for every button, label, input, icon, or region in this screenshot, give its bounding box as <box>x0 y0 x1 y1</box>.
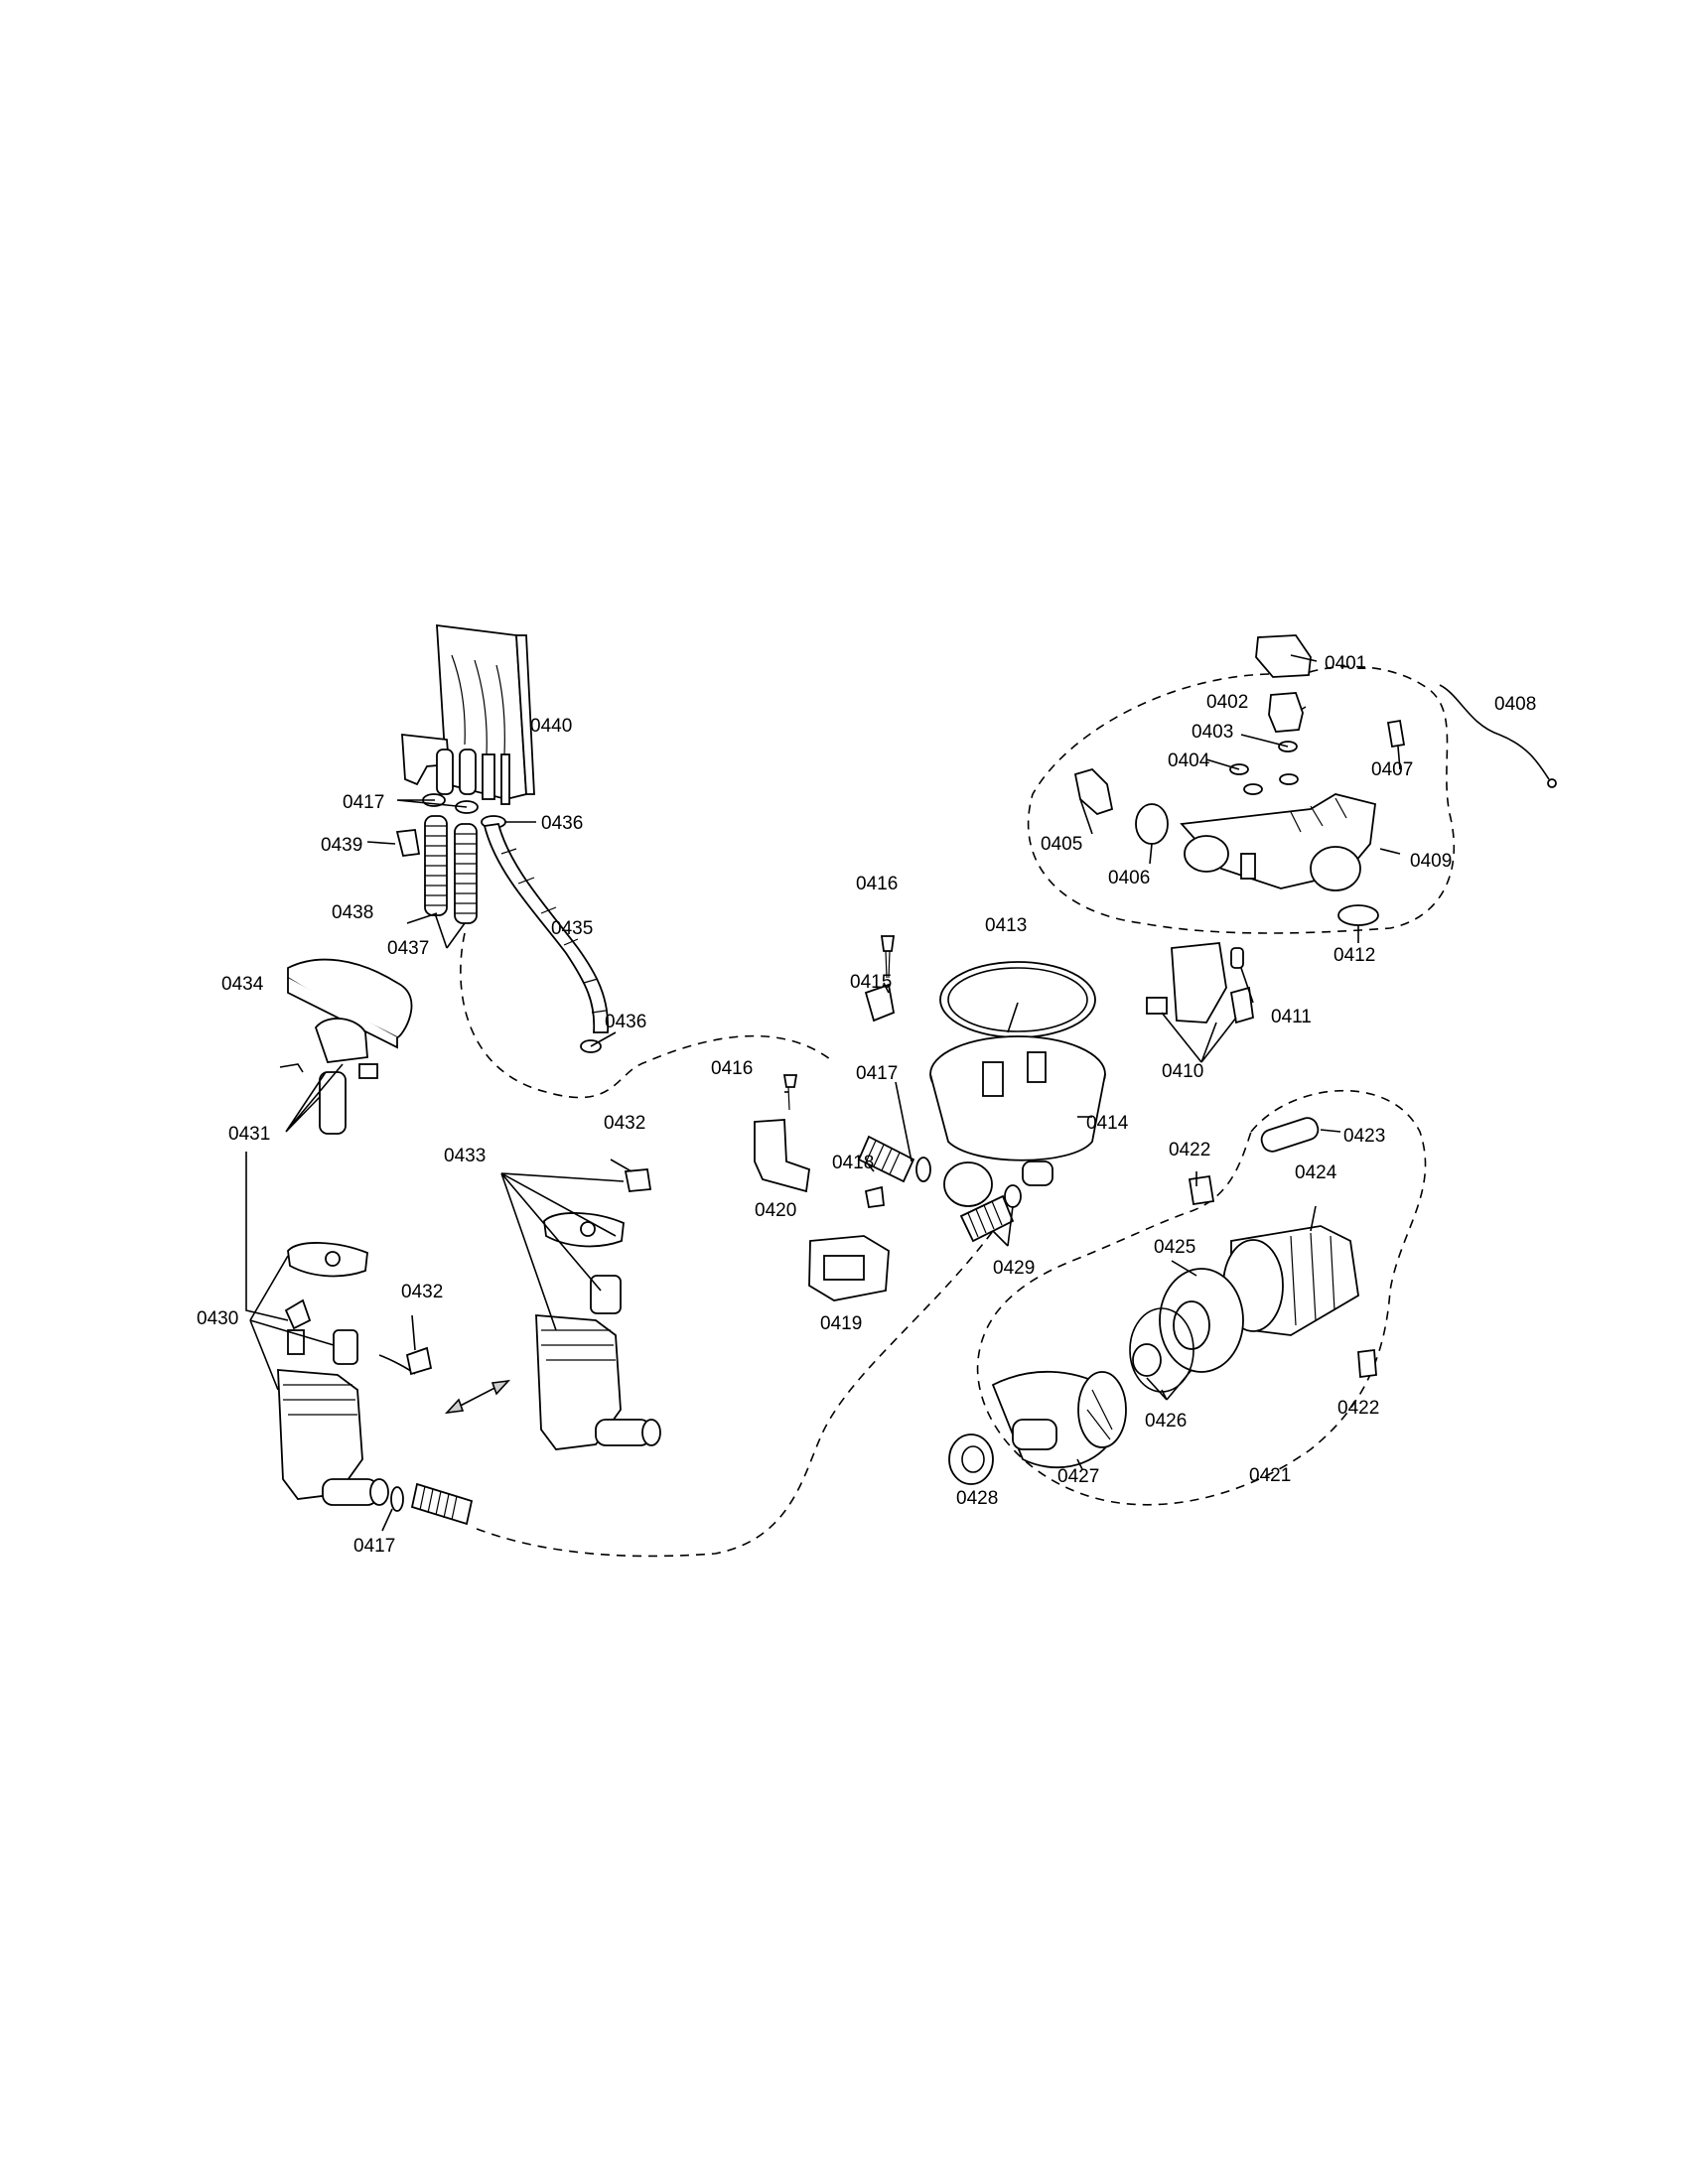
part-0429-bellows <box>959 1184 1022 1243</box>
label-0431: 0431 <box>228 1124 270 1145</box>
part-0412-clamp <box>1337 904 1379 926</box>
part-0422-upper <box>1188 1174 1215 1206</box>
label-0416-top: 0416 <box>856 874 898 894</box>
label-0436-top: 0436 <box>541 813 583 834</box>
part-0422-lower <box>1357 1348 1377 1379</box>
part-0407 <box>1386 719 1406 749</box>
part-0437-bellows <box>454 823 478 924</box>
part-0411 <box>1230 947 1244 969</box>
part-0416-screw-top <box>880 935 896 979</box>
part-0426-seals <box>1129 1307 1194 1393</box>
label-0416-center: 0416 <box>711 1058 753 1079</box>
part-0431-sensor <box>279 1018 378 1135</box>
label-0407: 0407 <box>1371 759 1413 780</box>
label-0402: 0402 <box>1206 692 1248 713</box>
label-0420: 0420 <box>755 1200 796 1221</box>
label-0412: 0412 <box>1333 945 1375 966</box>
label-0433: 0433 <box>444 1146 486 1166</box>
double-arrow-icon <box>444 1379 511 1415</box>
label-0424: 0424 <box>1295 1162 1337 1183</box>
part-0420 <box>754 1119 810 1193</box>
part-0438-bellows <box>424 815 448 916</box>
part-0433-plate <box>543 1212 625 1248</box>
label-0438: 0438 <box>332 902 373 923</box>
part-0403-0404-rings <box>1229 741 1299 795</box>
part-0434-cover <box>287 958 413 1049</box>
part-0417-bellows-center <box>857 1135 931 1183</box>
part-0401 <box>1255 634 1312 678</box>
part-0433-housing-right <box>535 1275 661 1450</box>
part-0440 <box>401 623 535 805</box>
label-0436-bottom: 0436 <box>605 1012 646 1032</box>
outline-0409 <box>1027 665 1455 934</box>
label-0403: 0403 <box>1192 722 1233 743</box>
leader-lines <box>245 654 1401 1532</box>
part-0408-wire <box>1439 684 1557 788</box>
hose-path-0437 <box>460 932 835 1099</box>
part-0435-hose <box>483 822 610 1033</box>
label-0439: 0439 <box>321 835 362 856</box>
part-0402 <box>1268 692 1304 733</box>
part-0413-ring <box>939 961 1096 1038</box>
part-0425 <box>1159 1268 1244 1373</box>
part-0414-sump <box>929 1035 1106 1207</box>
part-0416-screw-center <box>782 1074 798 1111</box>
label-0427: 0427 <box>1057 1466 1099 1487</box>
part-0427-pump-housing <box>991 1370 1127 1469</box>
label-0417-top: 0417 <box>343 792 384 813</box>
label-0408: 0408 <box>1494 694 1536 715</box>
part-0418 <box>864 1185 885 1209</box>
label-0422-lower: 0422 <box>1337 1398 1379 1419</box>
part-0432-left <box>405 1346 433 1376</box>
part-0417-bellows-bottom <box>410 1482 474 1526</box>
label-0415: 0415 <box>850 972 892 993</box>
label-0425: 0425 <box>1154 1237 1195 1258</box>
label-0428: 0428 <box>956 1488 998 1509</box>
part-0428-grommet <box>948 1433 994 1485</box>
label-0417-center: 0417 <box>856 1063 898 1084</box>
part-0423 <box>1260 1117 1320 1153</box>
label-0413: 0413 <box>985 915 1027 936</box>
label-0422-upper: 0422 <box>1169 1140 1210 1160</box>
label-0404: 0404 <box>1168 751 1210 771</box>
label-0435: 0435 <box>551 918 593 939</box>
label-0401: 0401 <box>1325 653 1366 674</box>
part-0430-small-parts <box>284 1298 416 1375</box>
label-0405: 0405 <box>1041 834 1082 855</box>
label-0417-bottom: 0417 <box>353 1536 395 1557</box>
part-0432-right <box>624 1168 652 1192</box>
label-0421: 0421 <box>1249 1465 1291 1486</box>
label-0406: 0406 <box>1108 868 1150 888</box>
part-0430-plate <box>287 1242 368 1278</box>
outline-0421 <box>976 1089 1427 1506</box>
part-0410 <box>1146 942 1254 1024</box>
label-0410: 0410 <box>1162 1061 1203 1082</box>
label-0429: 0429 <box>993 1258 1035 1279</box>
label-0414: 0414 <box>1086 1113 1129 1134</box>
part-0415 <box>864 983 896 1023</box>
label-0432-left: 0432 <box>401 1282 443 1302</box>
part-0409-valve <box>1180 793 1376 891</box>
part-0430-housing-left <box>277 1369 389 1506</box>
label-0423: 0423 <box>1343 1126 1385 1147</box>
label-0418: 0418 <box>832 1153 874 1173</box>
label-0437: 0437 <box>387 938 429 959</box>
label-0430: 0430 <box>197 1308 238 1329</box>
part-0405 <box>1073 767 1114 816</box>
part-0417-ring-bottom <box>390 1486 404 1512</box>
label-0426: 0426 <box>1145 1411 1187 1432</box>
label-0419: 0419 <box>820 1313 862 1334</box>
part-0419-motor <box>808 1235 890 1301</box>
part-0439 <box>395 829 421 857</box>
label-0434: 0434 <box>221 974 264 995</box>
label-0409: 0409 <box>1410 851 1452 872</box>
label-0432-right: 0432 <box>604 1113 645 1134</box>
label-0440: 0440 <box>530 716 572 737</box>
part-0406 <box>1135 803 1169 845</box>
hose-path-0430 <box>476 1230 994 1558</box>
label-0411: 0411 <box>1271 1007 1312 1027</box>
